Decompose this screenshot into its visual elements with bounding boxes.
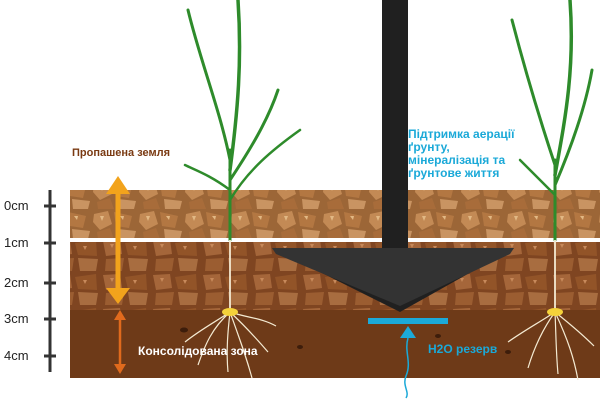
wheat-plant-icon xyxy=(183,0,302,242)
wheat-plant-icon xyxy=(510,0,594,242)
depth-scale xyxy=(44,190,56,372)
left-plant-roots xyxy=(184,240,277,379)
depth-label-3cm: 3cm xyxy=(4,311,29,326)
consolidated-zone-label: Консолідована зона xyxy=(138,344,258,358)
consolidated-depth-arrow xyxy=(114,310,126,374)
consolidated-layer xyxy=(70,310,600,378)
support-text-label: Підтримка аерації ґрунту, мінералізація … xyxy=(408,127,515,180)
depth-label-2cm: 2cm xyxy=(4,275,29,290)
right-seed xyxy=(547,308,563,316)
depth-label-1cm: 1cm xyxy=(4,235,29,250)
left-seed xyxy=(222,308,238,316)
plowed-soil-label: Пропашена земля xyxy=(72,147,171,159)
water-reserve-marker xyxy=(368,318,448,399)
depth-label-4cm: 4cm xyxy=(4,348,29,363)
depth-label-0cm: 0cm xyxy=(4,198,29,213)
plowed-depth-arrow xyxy=(106,176,130,304)
subsoiler-tine-icon xyxy=(272,0,514,312)
topsoil-layer xyxy=(70,190,600,238)
water-reserve-label: H2O резерв xyxy=(428,342,498,356)
